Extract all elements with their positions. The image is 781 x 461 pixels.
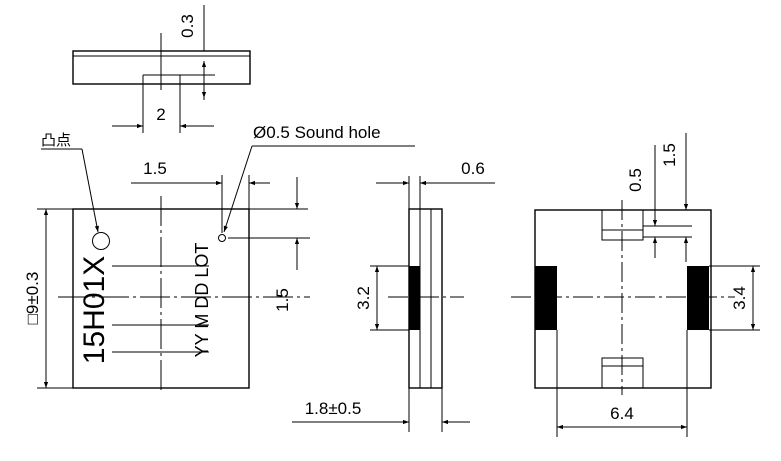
dim-pad-label: 3.4 <box>730 286 749 310</box>
dim-hole-x-label: 1.5 <box>143 159 167 178</box>
bottom-right-pad <box>687 266 709 330</box>
side-view: 0.6 3.2 1.8±0.5 <box>292 159 495 432</box>
bottom-left-pad <box>535 266 557 330</box>
polarity-mark-label: 凸点 <box>41 131 71 149</box>
dim-vent-label: 0.5 <box>626 168 645 192</box>
sound-hole-leader <box>223 145 253 233</box>
marking-code-text: YY M DD LOT <box>192 243 212 358</box>
dim-width-label: 2 <box>156 105 165 124</box>
dim-pad-span-label: 6.4 <box>610 404 634 423</box>
sound-hole-icon <box>218 234 226 242</box>
top-view: 0.3 2 <box>72 5 251 133</box>
dim-side-width-label: 0.6 <box>461 159 485 178</box>
dim-thickness-label: 0.3 <box>178 14 197 38</box>
dim-side-height-label: 1.8±0.5 <box>305 399 362 418</box>
bottom-view: 0.5 1.5 3.4 6.4 <box>511 133 760 437</box>
polarity-leader <box>81 148 99 233</box>
dim-offset-label: 1.5 <box>660 143 679 167</box>
polarity-bump-icon <box>92 232 110 250</box>
dim-hole-y-label: 1.5 <box>273 288 292 312</box>
sound-hole-label: Ø0.5 Sound hole <box>253 123 381 142</box>
dim-body-label: □9±0.3 <box>23 272 42 325</box>
dim-side-pad-label: 3.2 <box>354 286 373 310</box>
marking-model-text: 15H01X <box>78 256 111 364</box>
side-view-pad <box>409 266 420 330</box>
front-view: □9±0.3 15H01X YY M DD LOT 凸点 Ø0.5 Sound … <box>23 123 415 393</box>
